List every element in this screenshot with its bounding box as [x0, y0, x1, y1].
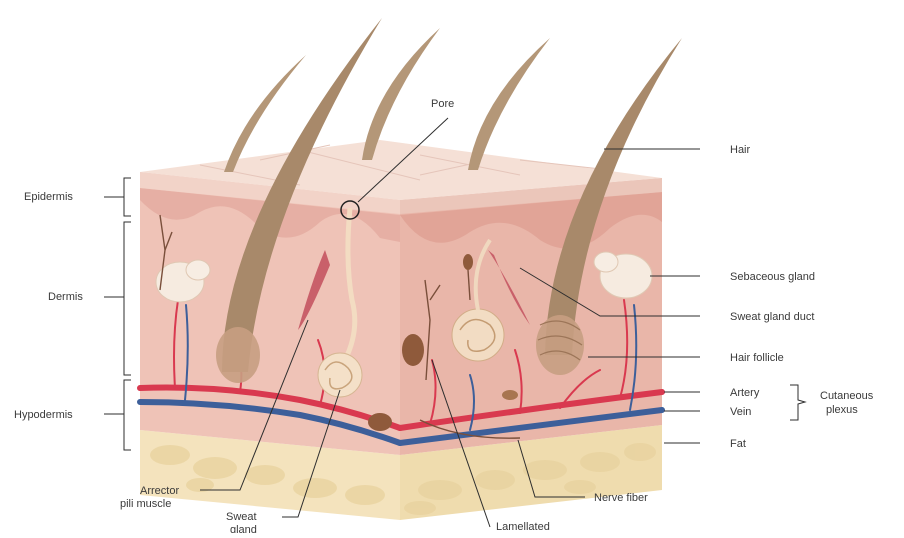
label-arrector-1: Arrector: [140, 485, 179, 497]
label-lamellated: Lamellated: [496, 521, 550, 533]
label-artery: Artery: [730, 387, 760, 399]
plexus-brace: [790, 385, 805, 420]
label-sweat-2: gland: [230, 524, 257, 533]
label-nerve-fiber: Nerve fiber: [594, 492, 648, 504]
label-epidermis: Epidermis: [24, 191, 73, 203]
label-dermis: Dermis: [48, 291, 83, 303]
label-hair-follicle: Hair follicle: [730, 352, 784, 364]
follicle-left: [216, 327, 260, 383]
label-pore: Pore: [431, 98, 454, 110]
layer-brackets: [104, 178, 131, 450]
label-sweat-1: Sweat: [226, 511, 257, 523]
label-arrector-2: pili muscle: [120, 498, 171, 510]
label-cutaneous-plexus-2: plexus: [826, 404, 858, 416]
label-sebaceous-gland: Sebaceous gland: [730, 271, 815, 283]
label-fat: Fat: [730, 438, 746, 450]
label-sweat-gland-duct: Sweat gland duct: [730, 311, 814, 323]
hair-3: [362, 28, 440, 160]
label-cutaneous-plexus-1: Cutaneous: [820, 390, 874, 402]
hair-4: [468, 38, 550, 170]
label-hair: Hair: [730, 144, 751, 156]
label-hypodermis: Hypodermis: [14, 409, 73, 421]
label-vein: Vein: [730, 406, 751, 418]
